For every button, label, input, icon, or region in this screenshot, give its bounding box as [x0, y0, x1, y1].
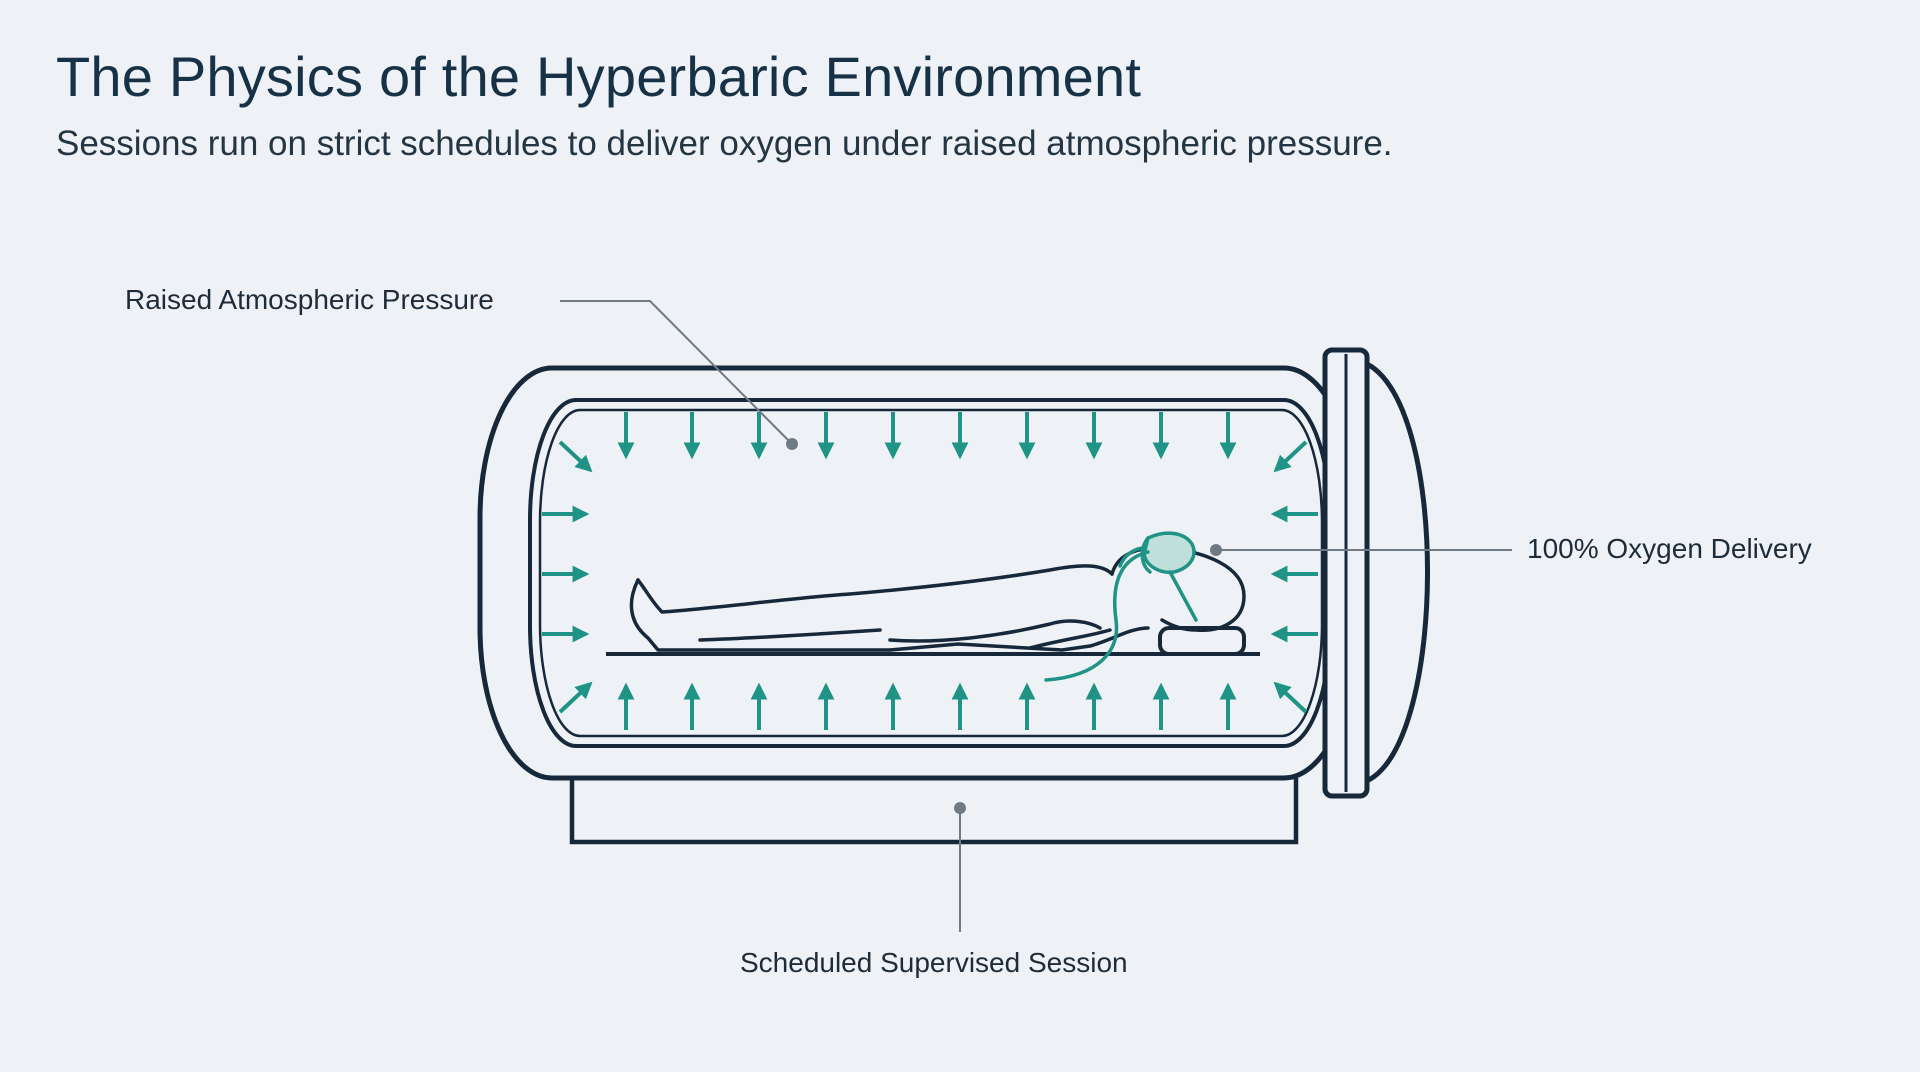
oxygen-mask-icon [1044, 531, 1198, 682]
callout-raised-pressure: Raised Atmospheric Pressure [125, 284, 494, 315]
session-callout-dot [954, 802, 966, 814]
chamber-base [569, 778, 1299, 845]
pressure-arrow-icon [558, 681, 593, 714]
callout-scheduled-session: Scheduled Supervised Session [740, 947, 1128, 978]
patient-pillow [1158, 626, 1246, 656]
callout-leaders [560, 300, 1512, 932]
oxygen-callout-dot [1210, 544, 1222, 556]
pressure-arrows [542, 412, 1318, 730]
chamber-door-cap [1353, 357, 1430, 787]
chamber-outer-shell [477, 365, 1359, 781]
callout-oxygen-delivery: 100% Oxygen Delivery [1527, 533, 1812, 564]
chamber-inner-shell [528, 398, 1332, 748]
page-title: The Physics of the Hyperbaric Environmen… [56, 45, 1142, 108]
pressure-arrow-icon [1273, 440, 1308, 473]
pressure-arrow-icon [1273, 681, 1308, 714]
page-subtitle: Sessions run on strict schedules to deli… [56, 124, 1393, 163]
pressure-callout-dot [786, 438, 798, 450]
pressure-arrow-icon [558, 440, 593, 473]
